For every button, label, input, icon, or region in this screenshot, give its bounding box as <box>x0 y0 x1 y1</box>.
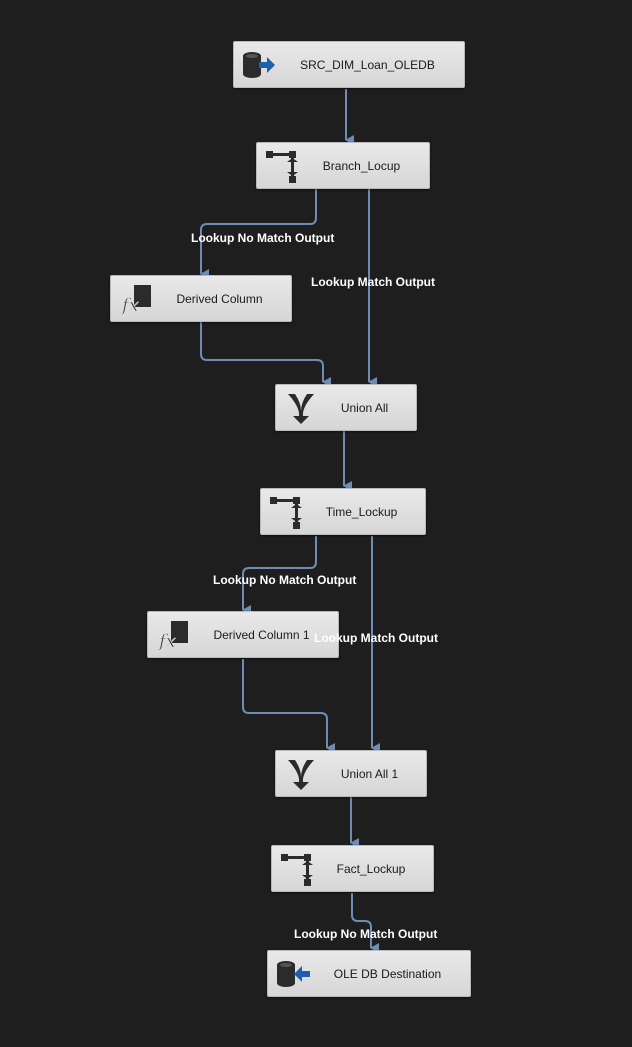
fact-lookup-node[interactable]: Fact_Lockup <box>271 845 434 892</box>
svg-text:fx: fx <box>120 295 139 315</box>
branch-lookup-node[interactable]: Branch_Locup <box>256 142 430 189</box>
union-all-icon <box>281 388 321 428</box>
time-lookup-label: Time_Lockup <box>325 504 398 519</box>
edge-label-time-match: Lookup Match Output <box>314 631 438 645</box>
union-all-icon <box>281 754 321 794</box>
destination-node-label: OLE DB Destination <box>333 966 442 981</box>
union-all-1-label: Union All 1 <box>340 766 399 781</box>
edge-label-fact-no-match: Lookup No Match Output <box>294 927 438 941</box>
derived-column-icon: fx <box>116 279 156 319</box>
lookup-icon <box>262 146 302 186</box>
connector-branch-nomatch-to-derived[interactable] <box>200 189 317 279</box>
derived-column-1-label: Derived Column 1 <box>213 627 310 642</box>
branch-lookup-label: Branch_Locup <box>322 158 401 173</box>
derived-column-1-node[interactable]: fx Derived Column 1 <box>147 611 339 658</box>
source-node[interactable]: SRC_DIM_Loan_OLEDB <box>233 41 465 88</box>
oledb-destination-icon <box>273 954 313 994</box>
derived-column-node[interactable]: fx Derived Column <box>110 275 292 322</box>
time-lookup-node[interactable]: Time_Lockup <box>260 488 426 535</box>
destination-node[interactable]: OLE DB Destination <box>267 950 471 997</box>
derived-column-icon: fx <box>153 615 193 655</box>
connector-time-nomatch-to-derived1[interactable] <box>242 536 317 615</box>
edge-label-time-no-match: Lookup No Match Output <box>213 573 357 587</box>
connector-derived-to-union[interactable] <box>200 322 331 387</box>
source-node-label: SRC_DIM_Loan_OLEDB <box>300 57 435 72</box>
lookup-icon <box>277 849 317 889</box>
lookup-icon <box>266 492 306 532</box>
union-all-node[interactable]: Union All <box>275 384 417 431</box>
svg-text:fx: fx <box>157 631 176 651</box>
edge-label-branch-match: Lookup Match Output <box>311 275 435 289</box>
edge-label-branch-no-match: Lookup No Match Output <box>191 231 335 245</box>
derived-column-label: Derived Column <box>176 291 263 306</box>
oledb-source-icon <box>239 45 279 85</box>
connector-fact-nomatch-to-dest[interactable] <box>351 893 379 953</box>
fact-lookup-label: Fact_Lockup <box>336 861 406 876</box>
connector-derived1-to-union1[interactable] <box>242 659 335 753</box>
union-all-label: Union All <box>340 400 389 415</box>
union-all-1-node[interactable]: Union All 1 <box>275 750 427 797</box>
